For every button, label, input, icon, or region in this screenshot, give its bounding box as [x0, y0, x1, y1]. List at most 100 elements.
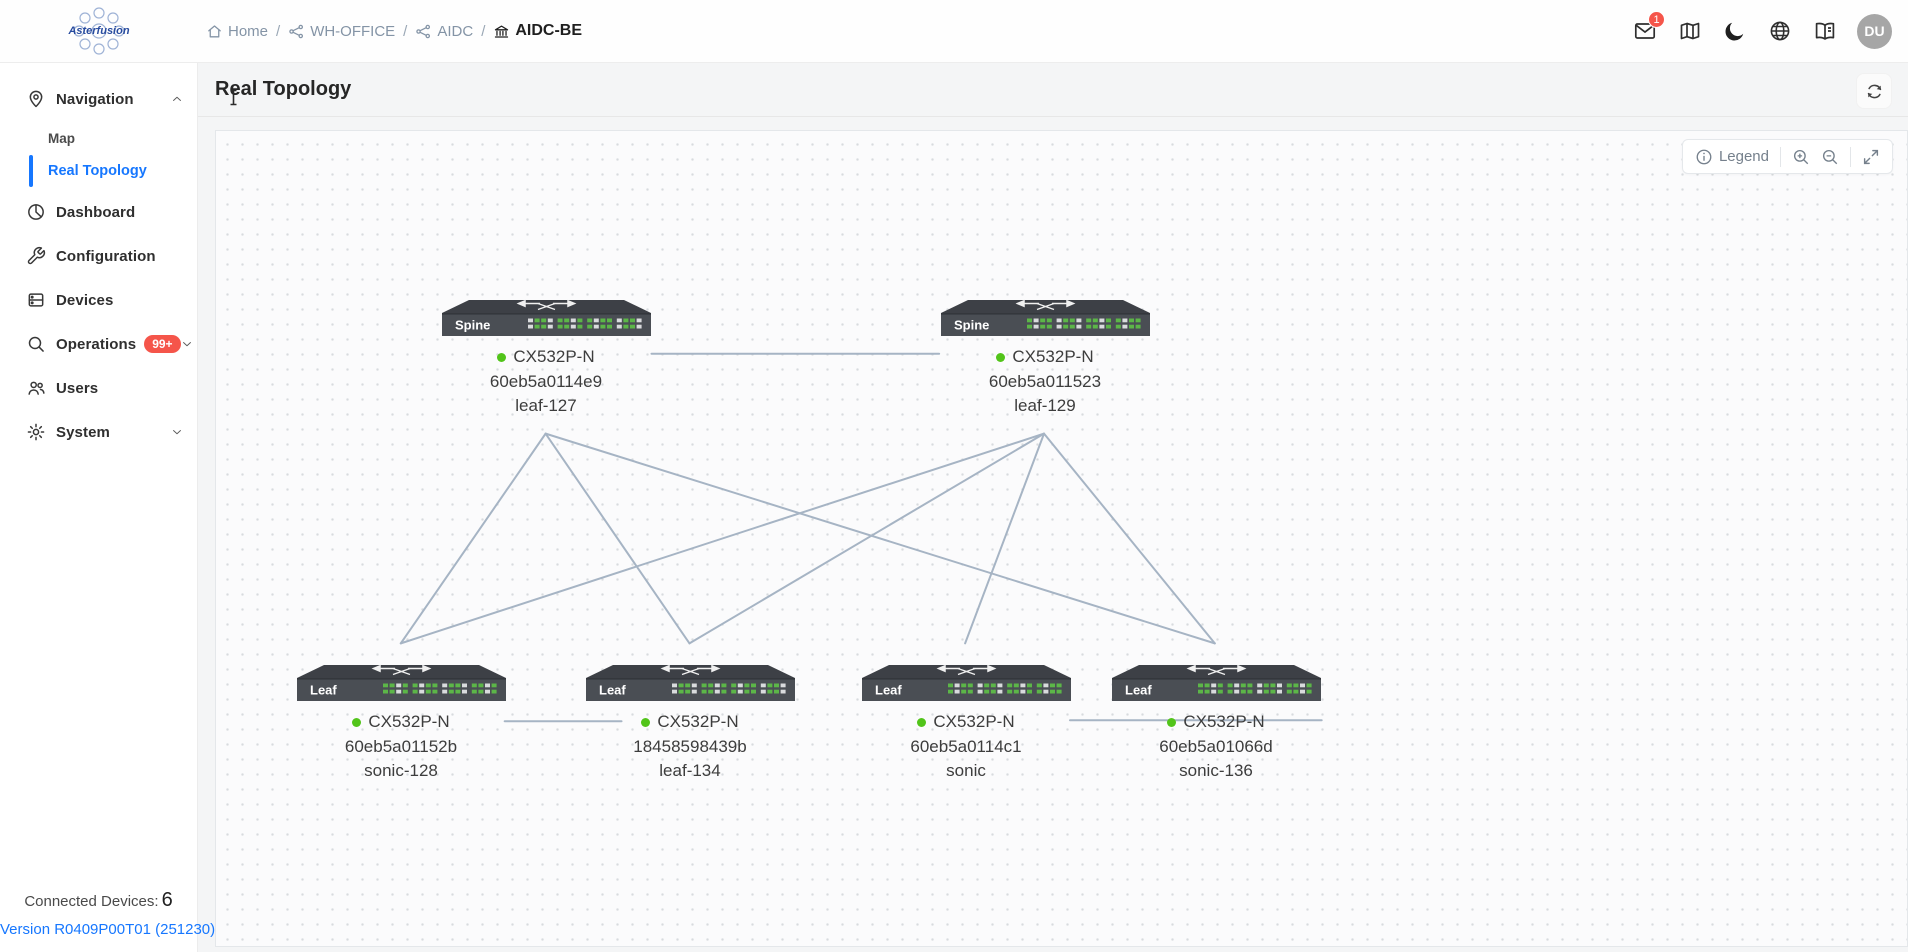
page-title: Real Topology: [215, 78, 352, 100]
sidebar-item-dashboard[interactable]: Dashboard: [0, 190, 197, 234]
sidebar-item-system[interactable]: System: [0, 410, 197, 454]
node-model-label: CX532P-N: [368, 712, 450, 731]
breadcrumb-separator: /: [481, 22, 486, 40]
chevron-up-icon: [171, 93, 183, 105]
avatar[interactable]: DU: [1857, 13, 1892, 49]
topology-link: [688, 432, 1046, 645]
sidebar-item-label: Users: [56, 379, 99, 397]
status-up-dot: [641, 717, 651, 727]
sidebar-item-label: Devices: [56, 291, 114, 309]
topology-link: [399, 432, 1046, 645]
network-icon: [288, 23, 305, 40]
switch-graphic-leaf[interactable]: Leaf: [861, 664, 1071, 707]
main-content: Real Topology Legend: [198, 63, 1908, 952]
switch-graphic-spine[interactable]: Spine: [441, 299, 651, 342]
refresh-button[interactable]: [1856, 73, 1892, 109]
moon-icon: [1725, 22, 1744, 41]
open-book-icon: [1815, 22, 1835, 40]
node-model: CX532P-N: [281, 710, 521, 735]
language-button[interactable]: [1767, 18, 1793, 44]
sidebar-item-real-topology[interactable]: Real Topology: [0, 152, 197, 190]
topology-canvas[interactable]: Legend: [215, 130, 1908, 947]
status-up-dot: [917, 717, 927, 727]
node-model-label: CX532P-N: [513, 347, 595, 366]
breadcrumb-item-aidc[interactable]: AIDC: [415, 23, 473, 40]
topology-link: [399, 432, 547, 645]
sidebar-item-navigation[interactable]: Navigation: [0, 77, 197, 121]
svg-text:Leaf: Leaf: [875, 683, 902, 698]
status-up-dot: [352, 717, 362, 727]
search-icon: [26, 334, 46, 354]
header-actions: 1 DU: [1632, 11, 1908, 49]
breadcrumb-label: AIDC-BE: [515, 22, 583, 39]
users-icon: [26, 378, 46, 398]
svg-text:Leaf: Leaf: [1125, 683, 1152, 698]
node-name: leaf-134: [659, 761, 721, 780]
breadcrumb-item-wh-office[interactable]: WH-OFFICE: [288, 23, 395, 40]
expand-icon: [1863, 149, 1879, 164]
dashboard-icon: [26, 202, 46, 222]
legend-label: Legend: [1718, 148, 1769, 165]
sidebar-item-configuration[interactable]: Configuration: [0, 234, 197, 278]
fullscreen-button[interactable]: [1862, 148, 1880, 166]
page-title-row: Real Topology: [198, 63, 1908, 117]
svg-text:Leaf: Leaf: [310, 683, 337, 698]
node-model: CX532P-N: [426, 345, 666, 370]
zoom-in-button[interactable]: [1792, 148, 1810, 166]
info-icon: [1696, 149, 1712, 164]
sidebar-item-devices[interactable]: Devices: [0, 278, 197, 322]
switch-graphic-leaf[interactable]: Leaf: [585, 664, 795, 707]
status-up-dot: [1167, 717, 1177, 727]
zoom-in-icon: [1793, 149, 1809, 164]
switch-graphic-leaf[interactable]: Leaf: [296, 664, 506, 707]
sidebar-footer: Connected Devices:6 Version R0409P00T01 …: [0, 889, 216, 938]
text-cursor: [230, 89, 237, 106]
docs-button[interactable]: [1812, 18, 1838, 44]
zoom-out-button[interactable]: [1821, 148, 1839, 166]
breadcrumb-label: WH-OFFICE: [310, 22, 396, 40]
logo-network-glyph: [73, 7, 125, 55]
node-model-label: CX532P-N: [1183, 712, 1265, 731]
legend-button[interactable]: Legend: [1695, 148, 1769, 166]
breadcrumb: Home/WH-OFFICE/AIDC/AIDC-BE: [206, 22, 582, 40]
topology-link: [964, 432, 1046, 645]
map-button[interactable]: [1677, 18, 1703, 44]
mail-button[interactable]: 1: [1632, 11, 1665, 44]
dark-mode-button[interactable]: [1722, 18, 1748, 44]
switch-graphic-leaf[interactable]: Leaf: [1111, 664, 1321, 707]
toolbar-divider: [1780, 146, 1781, 167]
switch-graphic-spine[interactable]: Spine: [940, 299, 1150, 342]
canvas-toolbar: Legend: [1681, 139, 1893, 174]
connected-devices: Connected Devices:6: [0, 889, 197, 912]
node-mac: 60eb5a01152b: [344, 736, 458, 756]
breadcrumb-separator: /: [403, 22, 408, 40]
logo[interactable]: Asterfusion: [0, 5, 198, 57]
status-up-dot: [996, 352, 1006, 362]
connected-devices-label: Connected Devices:: [24, 893, 159, 910]
version-link[interactable]: Version R0409P00T01 (251230): [0, 921, 216, 938]
sidebar-item-users[interactable]: Users: [0, 366, 197, 410]
top-header: Asterfusion Home/WH-OFFICE/AIDC/AIDC-BE …: [0, 0, 1908, 63]
active-indicator: [29, 155, 33, 187]
breadcrumb-item-home[interactable]: Home: [206, 23, 268, 40]
sidebar-item-label: Configuration: [56, 247, 156, 265]
svg-text:Spine: Spine: [954, 318, 989, 333]
breadcrumb-item-aidc-be[interactable]: AIDC-BE: [493, 22, 582, 40]
node-model-label: CX532P-N: [933, 712, 1015, 731]
topology-link: [544, 432, 1216, 645]
location-pin-icon: [26, 89, 46, 109]
topology-link: [1043, 432, 1216, 645]
node-name: sonic-136: [1179, 761, 1253, 780]
sidebar-item-label: Dashboard: [56, 203, 136, 221]
